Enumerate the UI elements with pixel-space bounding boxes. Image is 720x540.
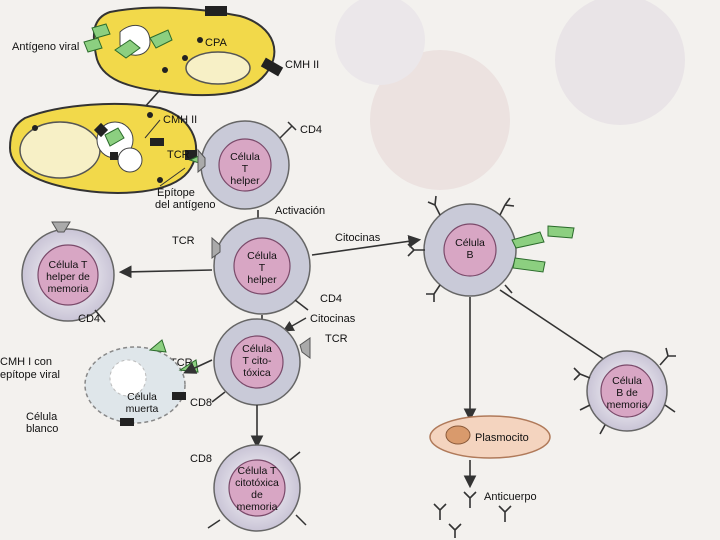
cyto-memory-line3: de bbox=[251, 489, 263, 501]
label-celula-blanco-2: blanco bbox=[26, 423, 58, 435]
label-epitope-2: del antígeno bbox=[155, 199, 216, 211]
faded-cell-bg bbox=[335, 0, 425, 85]
cytotoxic-t-cell: Célula T cito- tóxica bbox=[211, 318, 311, 406]
arrow-to-dead bbox=[183, 359, 213, 374]
cyto-memory-line4: memoria bbox=[237, 501, 278, 513]
label-antigeno-viral: Antígeno viral bbox=[12, 41, 79, 53]
label-citocinas-1: Citocinas bbox=[335, 232, 381, 244]
pointer-cmh2 bbox=[144, 119, 161, 139]
b-cell-line2: B bbox=[466, 249, 473, 261]
helper-main-line2: T bbox=[242, 163, 249, 175]
label-cd8-2: CD8 bbox=[190, 453, 212, 465]
label-anticuerpo: Anticuerpo bbox=[484, 491, 537, 503]
label-cmh2-a: CMH II bbox=[285, 59, 319, 71]
apc-cell bbox=[92, 6, 284, 97]
faded-cell-bg bbox=[370, 50, 510, 190]
helper-memory-line3: memoria bbox=[48, 283, 89, 295]
label-cd4-1: CD4 bbox=[300, 124, 322, 136]
helper-memory-cell: Célula T helper de memoria bbox=[21, 221, 115, 323]
helper-t-cell-main: Célula T helper bbox=[197, 120, 297, 210]
cyto-line2: T cito- bbox=[243, 355, 272, 367]
helper-center-line2: T bbox=[259, 262, 266, 274]
dead-line1: Célula bbox=[127, 391, 157, 403]
helper-t-cell-center: Célula T helper bbox=[211, 217, 311, 315]
label-cd8-1: CD8 bbox=[190, 397, 212, 409]
helper-memory-line1: Célula T bbox=[49, 259, 88, 271]
label-citocinas-2: Citocinas bbox=[310, 313, 356, 325]
label-cmh1-2: epítope viral bbox=[0, 369, 60, 381]
cyto-line3: tóxica bbox=[243, 367, 271, 379]
b-memory-line1: Célula bbox=[612, 375, 642, 387]
label-tcr-1: TCR bbox=[167, 149, 190, 161]
label-cpa: CPA bbox=[205, 37, 227, 49]
helper-center-line3: helper bbox=[247, 274, 277, 286]
label-epitope-1: Epítope bbox=[157, 187, 195, 199]
antibody-icons bbox=[433, 491, 512, 538]
label-tcr-2: TCR bbox=[172, 235, 195, 247]
helper-memory-line2: helper de bbox=[46, 271, 90, 283]
label-cmh2-b: CMH II bbox=[163, 114, 197, 126]
cyto-memory-line2: citotóxica bbox=[235, 477, 279, 489]
arrow-cytokines-b bbox=[311, 235, 422, 256]
cyto-line1: Célula bbox=[242, 343, 272, 355]
b-cell-line1: Célula bbox=[455, 237, 485, 249]
b-memory-line2: B de bbox=[616, 387, 638, 399]
label-tcr-3: TCR bbox=[325, 333, 348, 345]
arrow-cytokines-cyto bbox=[282, 317, 307, 332]
processing-apc-cell bbox=[8, 102, 206, 194]
label-cd4-2: CD4 bbox=[320, 293, 342, 305]
cytotoxic-memory-cell: Célula T citotóxica de memoria bbox=[207, 444, 307, 532]
faded-cell-bg bbox=[555, 0, 685, 125]
label-celula-blanco-1: Célula bbox=[26, 411, 58, 423]
cyto-memory-line1: Célula T bbox=[238, 465, 277, 477]
label-cmh1-1: CMH I con bbox=[0, 356, 52, 368]
b-memory-line3: memoria bbox=[607, 399, 648, 411]
label-cd4-3: CD4 bbox=[78, 313, 100, 325]
helper-center-line1: Célula bbox=[247, 250, 277, 262]
label-activacion: Activación bbox=[275, 205, 325, 217]
arrow-to-helper-memory bbox=[118, 265, 213, 279]
b-memory-cell: Célula B de memoria bbox=[573, 347, 676, 435]
label-plasmocito: Plasmocito bbox=[475, 432, 529, 444]
dead-line2: muerta bbox=[126, 403, 159, 415]
pointer-epitope bbox=[159, 167, 186, 187]
plasmocito-cell: Plasmocito bbox=[429, 415, 551, 459]
viral-antigen-icons bbox=[83, 23, 111, 53]
b-cell: Célula B bbox=[407, 195, 575, 302]
helper-main-line3: helper bbox=[230, 175, 260, 187]
arrow-b-memory bbox=[499, 289, 617, 368]
helper-main-line1: Célula bbox=[230, 151, 260, 163]
